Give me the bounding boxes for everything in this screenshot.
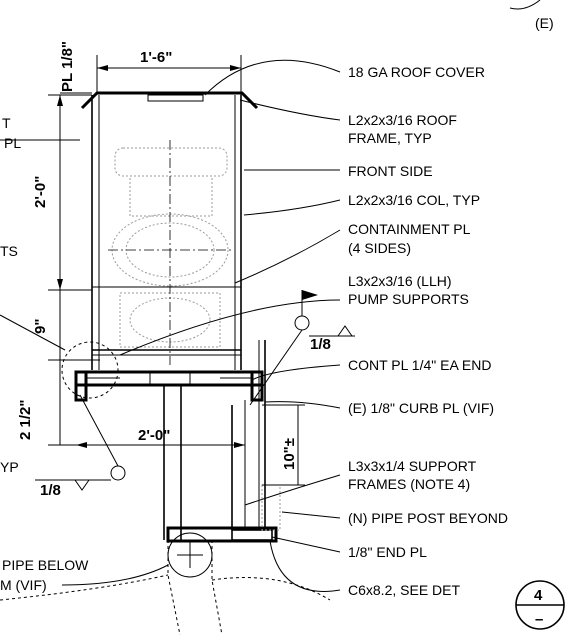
- label-pipe-below-2: M (VIF): [0, 577, 47, 593]
- label-support-frames-2: FRAMES (NOTE 4): [348, 476, 470, 492]
- label-front-side: FRONT SIDE: [348, 163, 433, 179]
- labels: 18 GA ROOF COVER L2x2x3/16 ROOF FRAME, T…: [0, 0, 554, 598]
- label-pipe-below-1: PIPE BELOW: [2, 557, 89, 573]
- label-cont-pl: CONT PL 1/4" EA END: [348, 357, 491, 373]
- pipe-sweep: [0, 574, 169, 601]
- pump-outline: [108, 140, 232, 365]
- weld-2-size: 1/8: [40, 482, 61, 499]
- end-plate: [231, 529, 273, 541]
- dim-ten-pm: 10"±: [281, 438, 298, 470]
- label-left-frag-1: T: [2, 115, 11, 131]
- label-channel: C6x8.2, SEE DET: [348, 582, 460, 598]
- label-pump-supports-2: PUMP SUPPORTS: [348, 291, 469, 307]
- label-roof-frame-2: FRAME, TYP: [348, 130, 432, 146]
- label-pipe-post: (N) PIPE POST BEYOND: [348, 510, 508, 526]
- detail-sheet: –: [535, 611, 543, 628]
- pipe-run: [167, 540, 181, 635]
- detail-number: 4: [534, 587, 543, 604]
- label-containment-1: CONTAINMENT PL: [348, 221, 471, 237]
- base-left-end: [74, 370, 88, 402]
- dim-nine: 9": [32, 319, 49, 334]
- label-end-pl: 1/8" END PL: [348, 544, 427, 560]
- dim-two-half: 2 1/2": [17, 400, 34, 440]
- label-curb-pl: (E) 1/8" CURB PL (VIF): [348, 400, 494, 416]
- leaders: [0, 59, 341, 592]
- label-left-frag-2: PL: [4, 135, 21, 151]
- base-right-end: [250, 370, 264, 402]
- label-pump-supports-1: L3x2x3/16 (LLH): [348, 273, 452, 289]
- weld-symbol-2: 1/8: [35, 394, 126, 499]
- enclosure: [74, 91, 264, 402]
- label-roof-cover: 18 GA ROOF COVER: [348, 64, 485, 80]
- dim-width-bottom: 2'-0": [138, 427, 170, 444]
- label-left-frag-4: YP: [0, 459, 19, 475]
- label-left-frag-3: TS: [0, 243, 18, 259]
- roof-slot: [147, 94, 204, 102]
- dimensions: 1'-6" PL 1/8" 2'-0" 9" 2 1/2" 2'-0" 10"±: [17, 41, 305, 486]
- detail-callout-circle: [61, 341, 119, 399]
- roof-cover-line: [80, 91, 259, 110]
- channel-c6: [166, 526, 278, 543]
- label-support-frames-1: L3x3x1/4 SUPPORT: [348, 458, 477, 474]
- weld-1-size: 1/8: [310, 336, 331, 353]
- dim-height-main: 2'-0": [32, 176, 49, 208]
- label-roof-frame-1: L2x2x3/16 ROOF: [348, 112, 457, 128]
- label-col: L2x2x3/16 COL, TYP: [348, 192, 480, 208]
- dim-width-top: 1'-6": [140, 49, 172, 66]
- dim-pl-height: PL 1/8": [59, 41, 76, 92]
- weld-symbol-1: 1/8: [249, 290, 355, 406]
- label-existing: (E): [535, 15, 554, 31]
- detail-bubble: 4 –: [515, 580, 565, 630]
- label-containment-2: (4 SIDES): [348, 240, 411, 256]
